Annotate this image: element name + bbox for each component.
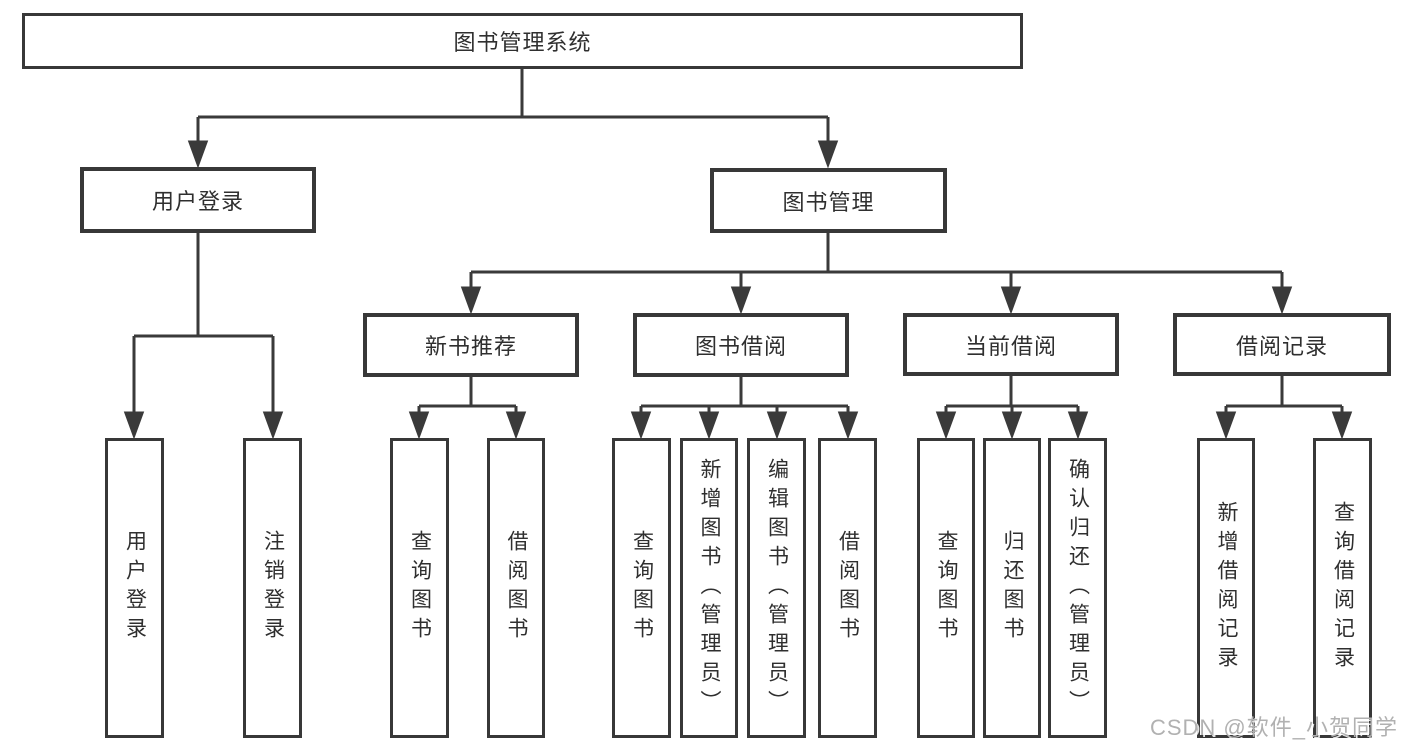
leaf-borrow-book-1: 借阅图书 — [487, 438, 545, 738]
csdn-watermark: CSDN @软件_小贺同学 — [1149, 715, 1398, 740]
arrowhead-icon — [766, 411, 788, 440]
connector-line — [196, 68, 830, 147]
arrowhead-icon — [837, 411, 859, 440]
node-book-borrow: 图书借阅 — [633, 313, 849, 377]
arrowhead-icon — [1000, 286, 1022, 315]
leaf-query-book-2: 查询图书 — [612, 438, 671, 738]
leaf-borrow-book-2: 借阅图书 — [818, 438, 877, 738]
leaf-query-borrow-record: 查询借阅记录 — [1313, 438, 1372, 738]
leaf-return-book: 归还图书 — [983, 438, 1041, 738]
node-current-borrow: 当前借阅 — [903, 313, 1119, 376]
arrowhead-icon — [1331, 411, 1353, 440]
leaf-edit-book-admin: 编辑图书（管理员） — [747, 438, 806, 738]
arrowhead-icon — [1215, 411, 1237, 440]
node-borrow-records: 借阅记录 — [1173, 313, 1391, 376]
arrowhead-icon — [262, 411, 284, 440]
leaf-query-book-1: 查询图书 — [390, 438, 449, 738]
arrowhead-icon — [630, 411, 652, 440]
leaf-query-book-3: 查询图书 — [917, 438, 975, 738]
connector-line — [469, 233, 1284, 293]
arrowhead-icon — [1001, 411, 1023, 440]
arrowhead-icon — [1067, 411, 1089, 440]
connector-line — [132, 233, 275, 418]
node-root: 图书管理系统 — [22, 13, 1023, 69]
arrowhead-icon — [408, 411, 430, 440]
connector-line — [1224, 376, 1344, 418]
arrowhead-icon — [187, 140, 209, 169]
arrowhead-icon — [698, 411, 720, 440]
node-new-book-recommend: 新书推荐 — [363, 313, 579, 377]
arrowhead-icon — [817, 140, 839, 169]
leaf-add-borrow-record: 新增借阅记录 — [1197, 438, 1255, 738]
arrowhead-icon — [1271, 286, 1293, 315]
connector-line — [639, 377, 850, 418]
arrowhead-icon — [460, 286, 482, 315]
leaf-user-login: 用户登录 — [105, 438, 164, 738]
node-user-login: 用户登录 — [80, 167, 316, 233]
leaf-logout: 注销登录 — [243, 438, 302, 738]
leaf-add-book-admin: 新增图书（管理员） — [680, 438, 738, 738]
arrowhead-icon — [505, 411, 527, 440]
connector-line — [417, 377, 518, 418]
arrowhead-icon — [730, 286, 752, 315]
leaf-confirm-return-admin: 确认归还（管理员） — [1048, 438, 1107, 738]
arrowhead-icon — [935, 411, 957, 440]
node-book-management: 图书管理 — [710, 168, 947, 233]
arrowhead-icon — [123, 411, 145, 440]
